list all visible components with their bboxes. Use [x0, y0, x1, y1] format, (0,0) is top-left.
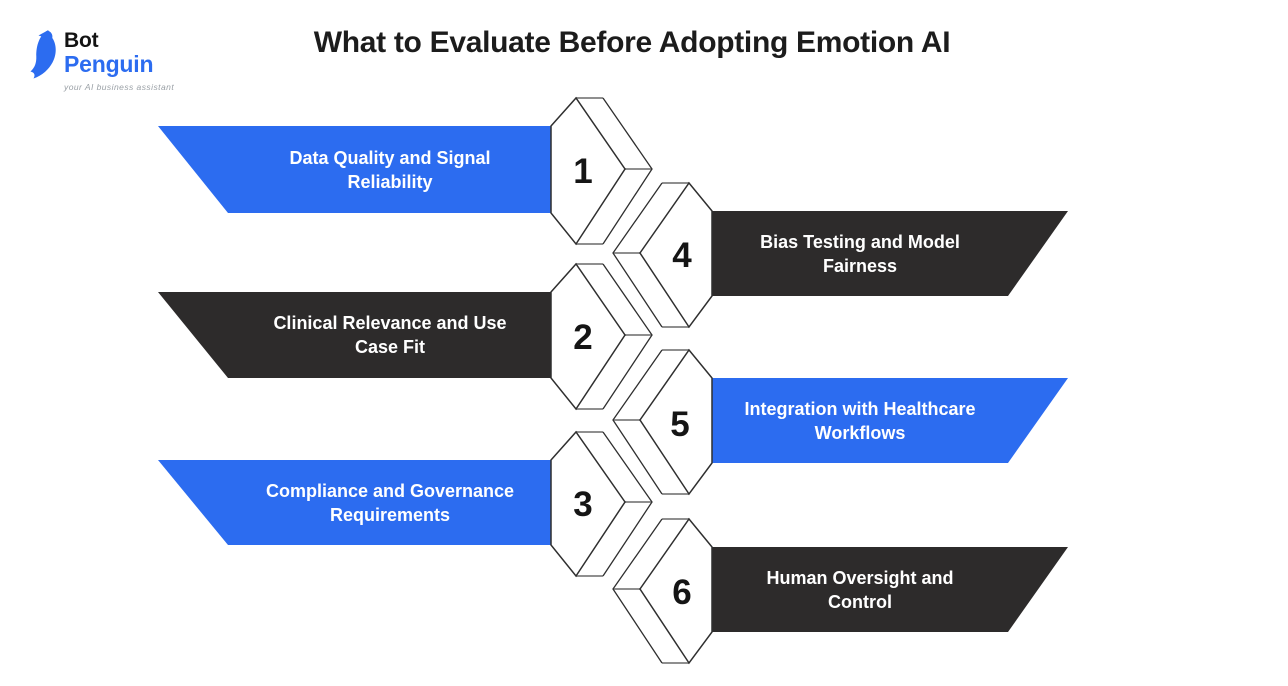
- step-2-label-line2: Case Fit: [354, 337, 426, 357]
- logo-word-bot: Bot: [64, 29, 99, 52]
- page-title: What to Evaluate Before Adopting Emotion…: [313, 26, 951, 59]
- step-2-label-line1: Clinical Relevance and Use: [273, 313, 507, 333]
- logo-wordmark: Bot Penguin your AI business assistant: [64, 30, 174, 92]
- step-4-diamond: 4: [612, 181, 713, 329]
- step-1-label-line2: Reliability: [347, 171, 433, 192]
- step-6-banner: Human Oversight and Control: [712, 547, 1068, 632]
- step-3-banner: Compliance and Governance Requirements: [158, 460, 552, 545]
- step-4-number: 4: [672, 236, 692, 275]
- logo-word-penguin: Penguin: [64, 51, 154, 77]
- step-3-label-line1: Compliance and Governance: [265, 480, 515, 501]
- step-4-banner: Bias Testing and Model Fairness: [712, 211, 1068, 296]
- step-1-label-line1: Data Quality and Signal: [289, 147, 491, 168]
- step-2-diamond: 2: [550, 262, 653, 411]
- step-6-diamond: 6: [612, 517, 713, 665]
- step-3-number: 3: [573, 485, 592, 524]
- step-1-diamond: 1: [550, 96, 653, 246]
- logo-tagline: your AI business assistant: [64, 82, 175, 92]
- step-5-diamond: 5: [612, 348, 713, 496]
- step-6-number: 6: [672, 573, 691, 612]
- step-6-label-line1: Human Oversight and: [766, 567, 954, 588]
- step-3-label-line2: Requirements: [329, 504, 451, 525]
- step-6-label-line2: Control: [828, 591, 892, 612]
- step-4-label-line2: Fairness: [822, 255, 898, 276]
- penguin-icon: [30, 30, 56, 79]
- step-1-number: 1: [573, 152, 592, 191]
- step-5-label-line2: Workflows: [814, 422, 906, 443]
- step-5-number: 5: [670, 405, 689, 444]
- step-2-banner: Clinical Relevance and Use Case Fit: [158, 292, 552, 378]
- step-2-number: 2: [573, 318, 592, 357]
- step-4-label-line1: Bias Testing and Model: [760, 231, 960, 252]
- step-5-label-line1: Integration with Healthcare: [744, 398, 976, 419]
- step-5-banner: Integration with Healthcare Workflows: [712, 378, 1068, 463]
- botpenguin-logo: Bot Penguin your AI business assistant: [22, 24, 202, 94]
- step-3-diamond: 3: [550, 430, 653, 578]
- step-1-banner: Data Quality and Signal Reliability: [158, 126, 552, 213]
